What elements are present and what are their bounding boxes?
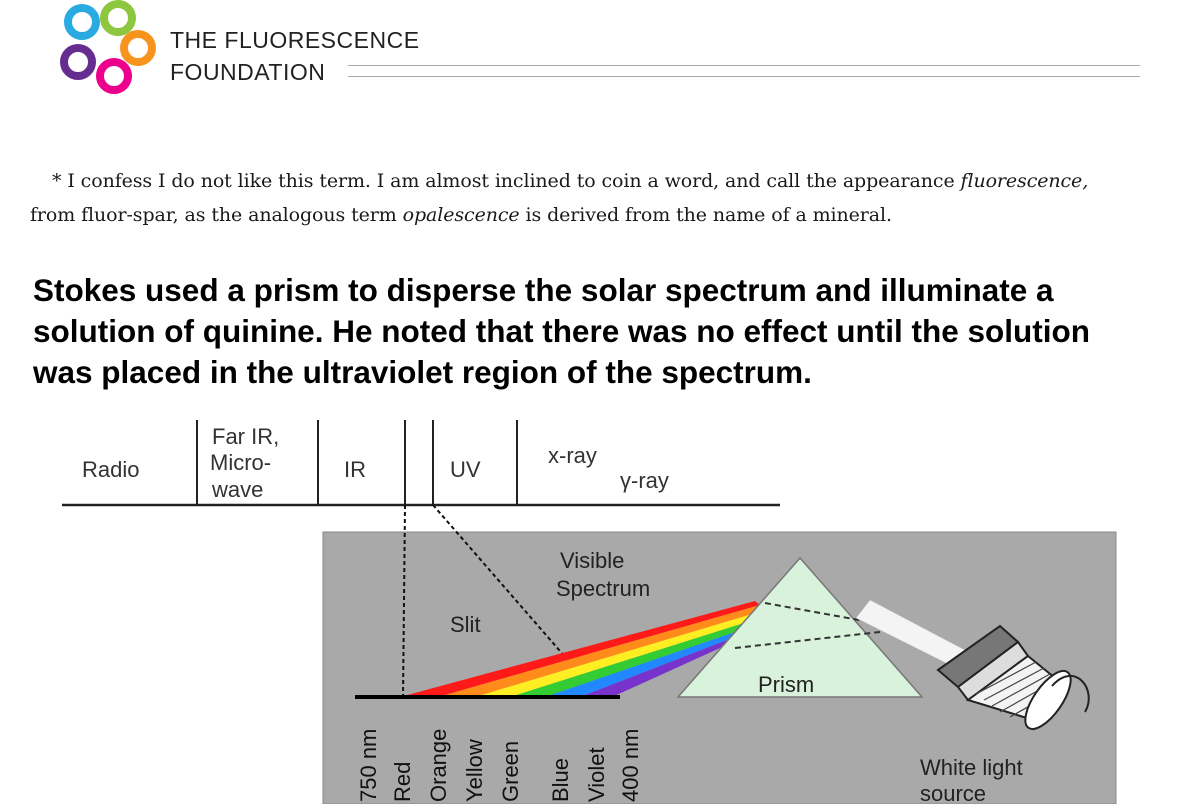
lamp-grille-line: [991, 673, 1051, 707]
lamp-lens: [1024, 670, 1072, 730]
label-slit: Slit: [450, 612, 481, 637]
band-uv: UV: [450, 457, 481, 482]
wl-label-yellow: Yellow: [462, 739, 487, 802]
main-text-line-3: was placed in the ultraviolet region of …: [33, 354, 812, 390]
band-far-ir-2: Micro-: [210, 450, 271, 475]
quote-line-1: * I confess I do not like this term. I a…: [30, 164, 1180, 198]
band-far-ir-1: Far IR,: [212, 424, 279, 449]
foundation-logo: [60, 0, 156, 94]
logo-ring-green: [100, 0, 136, 36]
label-source-2: source: [920, 781, 986, 804]
quote-line-2-end: is derived from the name of a mineral.: [519, 204, 893, 226]
header-rule-top: [348, 65, 1140, 66]
wl-label-blue: Blue: [548, 758, 573, 802]
prism-internal-ray: [764, 602, 871, 623]
quote-line-2: from fluor-spar, as the analogous term o…: [30, 198, 1180, 232]
quote-term-opalescence: opalescence: [402, 204, 520, 226]
logo-ring-orange: [120, 30, 156, 66]
org-name-line2: FOUNDATION: [170, 59, 326, 85]
header-rule-bottom: [348, 76, 1140, 77]
label-prism: Prism: [758, 672, 814, 697]
main-text-line-1: Stokes used a prism to disperse the sola…: [33, 272, 1054, 308]
main-text-line-2: solution of quinine. He noted that there…: [33, 313, 1090, 349]
label-visible-1: Visible: [560, 548, 624, 573]
lamp-icon: [936, 624, 1090, 730]
quote-term-fluorescence: fluorescence,: [960, 170, 1089, 192]
main-text: Stokes used a prism to disperse the sola…: [33, 270, 1183, 393]
beam-orange: [438, 605, 760, 697]
band-radio: Radio: [82, 457, 139, 482]
wl-label-red: Red: [390, 762, 415, 802]
org-name-line1: THE FLUORESCENCE: [170, 27, 420, 53]
lamp-cord: [1051, 674, 1090, 713]
logo-ring-blue: [64, 4, 100, 40]
band-xray: x-ray: [548, 443, 597, 468]
wl-label-violet: Violet: [584, 747, 609, 802]
band-ir: IR: [344, 457, 366, 482]
quote-line-1-text: * I confess I do not like this term. I a…: [52, 170, 961, 192]
logo-ring-purple: [60, 44, 96, 80]
lamp-grille-line: [983, 667, 1045, 701]
beam-violet: [580, 640, 727, 697]
wl-label-orange: Orange: [426, 729, 451, 802]
label-source-1: White light: [920, 755, 1023, 780]
wl-label-400nm: 400 nm: [618, 729, 643, 802]
logo-ring-pink: [96, 58, 132, 94]
prism-internal-ray: [734, 631, 881, 649]
stokes-quote: * I confess I do not like this term. I a…: [30, 164, 1180, 232]
prism: [676, 556, 924, 698]
beam-yellow: [475, 614, 752, 697]
prism-spectrum-diagram: Radio Far IR, Micro- wave IR UV x-ray γ-…: [62, 420, 1117, 804]
beam-green: [510, 623, 744, 697]
beam-red: [400, 601, 760, 697]
beam-blue: [545, 632, 735, 697]
quote-line-2-text: from fluor-spar, as the analogous term: [30, 204, 403, 226]
label-visible-2: Spectrum: [556, 576, 650, 601]
wl-label-green: Green: [498, 741, 523, 802]
band-far-ir-3: wave: [211, 477, 263, 502]
band-gamma: γ-ray: [620, 468, 669, 493]
lamp-grille-line: [975, 661, 1037, 695]
org-name: THE FLUORESCENCE FOUNDATION: [170, 24, 420, 88]
wl-label-750nm: 750 nm: [356, 729, 381, 802]
